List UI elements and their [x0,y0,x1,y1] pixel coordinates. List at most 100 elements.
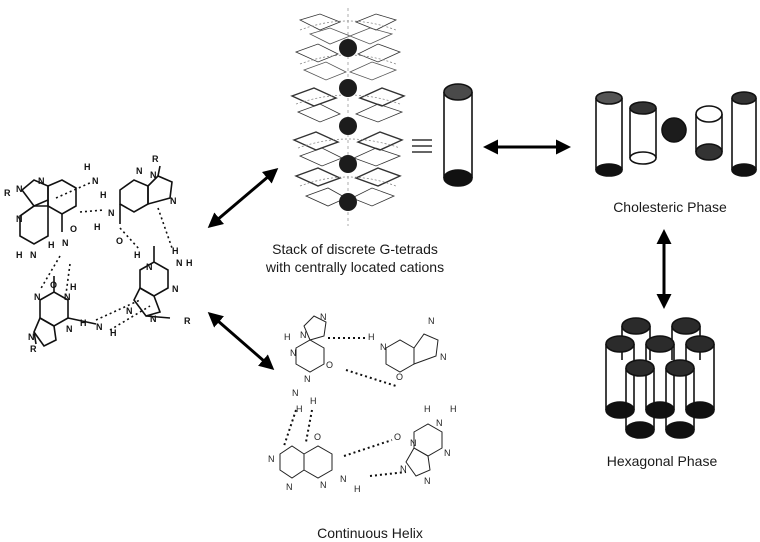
svg-text:N: N [380,342,387,352]
svg-text:N: N [290,348,297,358]
svg-text:H: H [100,190,107,200]
svg-text:N: N [64,292,71,302]
guanine-bottom-right [133,246,171,319]
svg-text:N: N [340,474,347,484]
svg-text:R: R [184,316,191,326]
svg-text:O: O [116,236,123,246]
svg-text:N: N [16,184,23,194]
helix-guanine-4 [405,423,443,477]
cholesteric-cylinder-2 [629,101,657,165]
continuous-helix-structure [279,315,443,479]
svg-text:N: N [38,176,45,186]
cholesteric-cylinder-3 [695,105,723,161]
cation-1 [339,39,357,57]
svg-text:N: N [28,332,35,342]
svg-text:O: O [70,224,77,234]
svg-text:R: R [152,154,159,164]
svg-text:O: O [326,360,333,370]
svg-text:N: N [268,454,275,464]
svg-text:N: N [320,312,327,322]
cholesteric-cation [661,117,687,143]
equivalence-sign [412,139,432,153]
stack-cations [339,39,357,211]
g-tetrad-structure [19,165,173,348]
stack-layer-3 [290,87,406,123]
svg-text:N: N [150,170,157,180]
cholesteric-cylinder-4 [731,91,757,177]
cholesteric-phase-label: Cholesteric Phase [613,199,727,215]
svg-text:H: H [450,404,457,414]
stack-caption-line1: Stack of discrete G-tetrads [272,241,438,257]
svg-text:N: N [172,284,179,294]
guanine-top-left [19,179,77,245]
svg-text:R: R [30,344,37,354]
helix-guanine-2 [385,333,439,373]
cholesteric-cylinder-1 [595,91,623,177]
svg-text:N: N [34,292,41,302]
svg-text:N: N [16,214,23,224]
hexagonal-phase-label: Hexagonal Phase [606,453,718,469]
hex-middle-row [605,335,715,419]
svg-text:H: H [424,404,431,414]
helix-guanine-3 [279,445,333,479]
svg-text:H: H [310,396,317,406]
svg-text:H: H [94,222,101,232]
cation-2 [339,79,357,97]
tetrad-hydrogen-bonds [39,181,173,331]
svg-text:H: H [48,240,55,250]
svg-text:O: O [314,432,321,442]
hexagonal-phase-cylinders [605,317,715,439]
svg-text:N: N [146,262,153,272]
stack-layer-4 [292,131,404,167]
svg-text:N: N [320,480,327,490]
svg-text:N: N [424,476,431,486]
svg-text:N: N [440,352,447,362]
svg-text:N: N [126,306,133,316]
svg-text:H: H [284,332,291,342]
svg-text:H: H [110,328,117,338]
svg-text:N: N [304,374,311,384]
svg-text:N: N [96,322,103,332]
cholesteric-phase-cylinders [595,91,757,177]
svg-text:N: N [92,176,99,186]
svg-text:N: N [410,438,417,448]
cation-4 [339,155,357,173]
svg-text:N: N [444,448,451,458]
svg-text:H: H [134,250,141,260]
svg-text:H: H [354,484,361,494]
svg-text:H: H [70,282,77,292]
svg-text:N: N [400,464,407,474]
svg-text:N: N [428,316,435,326]
svg-text:N: N [300,330,307,340]
svg-text:N: N [30,250,37,260]
svg-text:H: H [368,332,375,342]
arrow-tetrad-helix [207,312,275,370]
hex-back-row [621,317,701,360]
svg-text:H: H [16,250,23,260]
helix-hydrogen-bonds [283,337,407,477]
continuous-helix-label: Continuous Helix [317,525,423,541]
svg-text:O: O [394,432,401,442]
guanine-bottom-left [33,276,97,348]
arrow-tetrad-stack [207,168,279,228]
svg-text:N: N [286,482,293,492]
helix-atom-labels: H N N N N O N H H H N N N O H H N O N N … [268,312,457,494]
svg-text:N: N [436,418,443,428]
guanine-top-right [119,165,173,224]
helix-guanine-1 [295,315,327,373]
cation-5 [339,193,357,211]
svg-text:H: H [84,162,91,172]
svg-text:O: O [396,372,403,382]
stack-layer-2 [294,43,402,81]
stack-layer-1 [298,13,398,45]
svg-text:N: N [62,238,69,248]
svg-text:H: H [80,318,87,328]
column-cylinder [443,83,473,187]
svg-text:N: N [136,166,143,176]
svg-text:N: N [170,196,177,206]
svg-text:R: R [4,188,11,198]
svg-text:H: H [186,258,193,268]
svg-text:N: N [176,258,183,268]
